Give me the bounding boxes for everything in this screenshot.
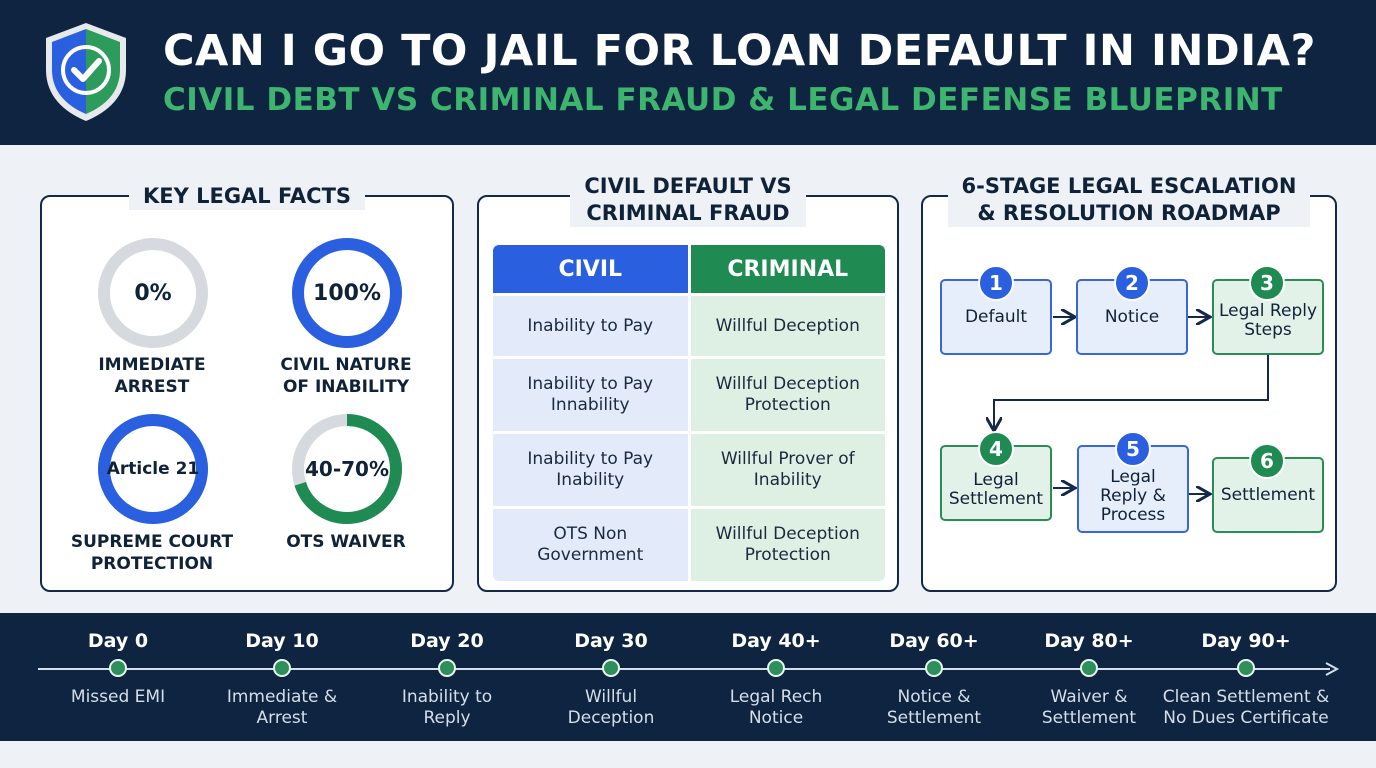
timeline-day: Day 30 [574,630,648,652]
timeline-dot [925,659,943,677]
fact-value: 100% [313,280,381,306]
timeline-bar: Day 0 Missed EMI Day 10 Immediate &Arres… [0,613,1376,741]
cell-civil: Inability to Pay [493,296,688,356]
fact-value: Article 21 [106,459,200,479]
ring-chart [292,238,402,348]
fact-ring-article-21: Article 21 [96,412,210,526]
timeline-dot [767,659,785,677]
ring-chart [98,238,208,348]
timeline-day: Day 0 [87,630,149,652]
cell-criminal: Willful Deception [690,296,885,356]
table-row: Inability to Pay Willful Deception [493,296,885,356]
page-subtitle: CIVIL DEBT VS CRIMINAL FRAUD & LEGAL DEF… [163,82,1283,118]
fact-value: 0% [134,280,172,306]
header-civil: CIVIL [493,245,688,293]
timeline-event: Notice &Settlement [886,687,982,728]
timeline-dot [273,659,291,677]
header-criminal: CRIMINAL [690,245,885,293]
timeline-dot [1237,659,1255,677]
timeline-day: Day 60+ [889,630,979,652]
timeline-day: Day 40+ [731,630,821,652]
facts-title: KEY LEGAL FACTS [42,183,452,210]
timeline-day: Day 20 [410,630,484,652]
fact-ring-immediate-arrest: 0% [96,236,210,350]
fact-label: OTS WAIVER [286,532,406,552]
table-header: CIVIL CRIMINAL [493,245,885,293]
timeline-event: Waiver &Settlement [1041,687,1137,728]
header-banner: CAN I GO TO JAIL FOR LOAN DEFAULT IN IND… [0,0,1376,145]
timeline-dot [109,659,127,677]
comparison-table: CIVIL CRIMINAL Inability to Pay Willful … [493,245,885,581]
roadmap-arrows [923,197,1269,590]
roadmap-panel: 6-STAGE LEGAL ESCALATION& RESOLUTION ROA… [921,173,1337,592]
roadmap-title: 6-STAGE LEGAL ESCALATION& RESOLUTION ROA… [923,173,1335,227]
timeline-dot [1080,659,1098,677]
timeline-day: Day 80+ [1044,630,1134,652]
timeline-event: Clean Settlement &No Dues Certificate [1162,687,1330,728]
fact-ring-ots-waiver: 40-70% [290,412,404,526]
page-title: CAN I GO TO JAIL FOR LOAN DEFAULT IN IND… [163,26,1316,76]
step-number-badge: 3 [1249,265,1285,301]
timeline-dot [602,659,620,677]
timeline-event: Immediate &Arrest [226,687,338,728]
timeline-day: Day 10 [245,630,319,652]
fact-ring-civil-nature: 100% [290,236,404,350]
ring-chart [98,414,208,524]
step-number-badge: 2 [1114,265,1150,301]
ring-chart [292,414,402,524]
fact-value: 40-70% [304,457,389,481]
timeline-day: Day 90+ [1201,630,1291,652]
timeline-event: Missed EMI [70,687,166,707]
step-number-badge: 6 [1249,443,1285,479]
timeline-dot [438,659,456,677]
step-number-badge: 1 [978,265,1014,301]
timeline-axis [38,662,1340,676]
shield-check-icon [46,23,126,121]
step-number-badge: 4 [978,431,1014,467]
step-number-badge: 5 [1115,431,1151,467]
